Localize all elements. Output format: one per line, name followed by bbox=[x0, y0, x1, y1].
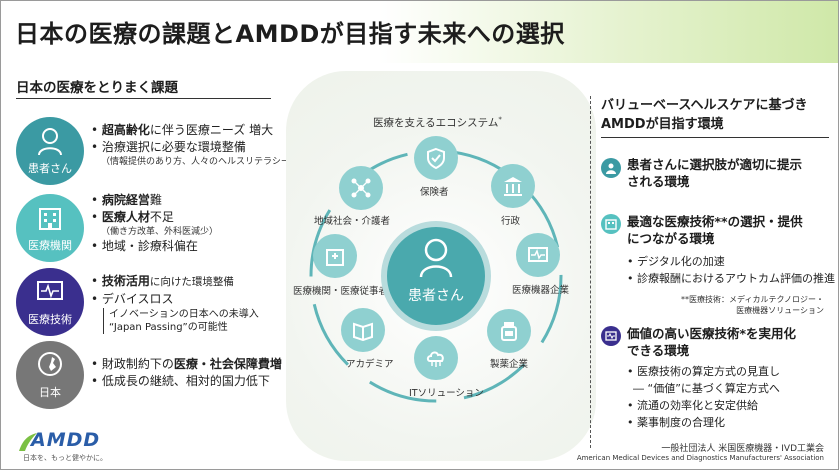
slide-title: 日本の医療の課題とAMDDが目指す未来への選択 bbox=[15, 20, 565, 48]
right-divider bbox=[590, 96, 591, 448]
network-icon bbox=[351, 178, 371, 198]
issue-line: • 財政制約下の医療・社会保障費増 bbox=[91, 357, 282, 371]
issue-line: • 治療選択に必要な環境整備 bbox=[91, 140, 246, 154]
logo-swoosh-icon bbox=[19, 433, 37, 451]
government-label: 行政 bbox=[501, 216, 521, 227]
hospital-icon bbox=[326, 249, 344, 266]
cloud-network-icon bbox=[426, 351, 444, 367]
list-item: • 診療報酬におけるアウトカム評価の推進 bbox=[627, 272, 835, 285]
technology-footnote: **医療技術：メディカルテクノロジー・ 医療機器ソリューション bbox=[681, 295, 824, 315]
medicine-bottle-icon bbox=[501, 322, 517, 341]
right-heading: バリューベースヘルスケアに基づき AMDDが目指す環境 bbox=[601, 98, 808, 132]
issue-line: • デバイスロス bbox=[91, 292, 174, 306]
patient-category-icon: 患者さん bbox=[16, 117, 84, 185]
technology-issues: • 技術活用に向けた環境整備 • デバイスロス イノベーションの日本への未導入 … bbox=[91, 273, 293, 334]
hospital-category-icon: 医療機関 bbox=[16, 194, 84, 262]
monitor-pulse-icon bbox=[37, 281, 63, 300]
list-item: ― “価値”に基づく算定方式へ bbox=[633, 382, 780, 395]
pharma-node bbox=[487, 309, 531, 353]
high-value-technology-icon bbox=[601, 326, 621, 346]
high-value-technology-list: • 医療技術の算定方式の見直し ― “価値”に基づく算定方式へ • 流通の効率化… bbox=[627, 363, 780, 431]
person-icon bbox=[38, 128, 62, 156]
high-value-technology-heading: 価値の高い医療技術*を実用化 できる環境 bbox=[627, 326, 797, 358]
patient-choice-heading: 患者さんに選択肢が適切に提示 される環境 bbox=[627, 157, 803, 189]
title-band: 日本の医療の課題とAMDDが目指す未来への選択 bbox=[1, 1, 838, 63]
patient-choice-icon bbox=[601, 158, 621, 178]
government-building-icon bbox=[504, 177, 522, 196]
issue-note: （情報提供のあり方、人々のヘルスリテラシー） bbox=[101, 157, 299, 167]
list-item: • 薬事制度の合理化 bbox=[627, 416, 725, 429]
issue-line: • 技術活用に向けた環境整備 bbox=[91, 274, 234, 288]
list-item: • 医療技術の算定方式の見直し bbox=[627, 365, 780, 378]
issue-note: （働き方改革、外科医減少） bbox=[101, 227, 219, 237]
shield-check-icon bbox=[427, 147, 445, 169]
person-icon bbox=[606, 163, 616, 174]
community-node bbox=[339, 166, 383, 210]
academia-node bbox=[341, 308, 385, 352]
japan-category-label: 日本 bbox=[39, 386, 61, 399]
pharma-label: 製薬企業 bbox=[490, 359, 529, 370]
patient-category-label: 患者さん bbox=[28, 162, 72, 175]
list-item: • 流通の効率化と安定供給 bbox=[627, 399, 758, 412]
it-solution-node bbox=[414, 336, 458, 380]
device-company-label: 医療機器企業 bbox=[512, 285, 570, 296]
patient-center-label: 患者さん bbox=[408, 288, 464, 304]
right-heading-rule bbox=[601, 137, 829, 138]
hospital-category-label: 医療機関 bbox=[28, 239, 72, 252]
globe-icon bbox=[38, 352, 62, 376]
patient-issues: • 超高齢化に伴う医療ニーズ 増大 • 治療選択に必要な環境整備 （情報提供のあ… bbox=[91, 122, 299, 168]
academia-label: アカデミア bbox=[346, 359, 394, 370]
technology-category-icon: 医療技術 bbox=[16, 268, 84, 336]
insurer-label: 保険者 bbox=[420, 187, 449, 198]
provider-node bbox=[313, 234, 357, 278]
optimal-technology-heading: 最適な医療技術**の選択・提供 につながる環境 bbox=[627, 214, 803, 246]
optimal-technology-list: • デジタル化の加速 • 診療報酬におけるアウトカム評価の推進 bbox=[627, 253, 835, 287]
issue-line: • 超高齢化に伴う医療ニーズ 増大 bbox=[91, 123, 274, 137]
monitor-pulse-icon bbox=[605, 331, 617, 341]
issue-line: • 医療人材不足 bbox=[91, 210, 174, 224]
list-item: • デジタル化の加速 bbox=[627, 255, 725, 268]
issue-line: • 地域・診療科偏在 bbox=[91, 239, 198, 253]
issue-line: • 病院経営難 bbox=[91, 193, 162, 207]
left-heading: 日本の医療をとりまく課題 bbox=[16, 80, 178, 96]
hospital-issues: • 病院経営難 • 医療人材不足 （働き方改革、外科医減少） • 地域・診療科偏… bbox=[91, 192, 218, 255]
book-icon bbox=[353, 322, 373, 341]
patient-center: 患者さん bbox=[381, 221, 491, 331]
it-solution-label: ITソリューション bbox=[409, 388, 484, 399]
japan-issues: • 財政制約下の医療・社会保障費増 • 低成長の継続、相対的国力低下 bbox=[91, 356, 282, 390]
ecg-monitor-icon bbox=[528, 247, 548, 262]
optimal-technology-icon bbox=[601, 214, 621, 234]
community-label: 地域社会・介護者 bbox=[314, 216, 391, 227]
government-node bbox=[491, 164, 535, 208]
logo-tagline: 日本を、もっと健やかに。 bbox=[23, 454, 107, 462]
provider-label: 医療機関・医療従事者 bbox=[293, 286, 389, 297]
amdd-logo: AMDD bbox=[19, 429, 99, 451]
patient-icon bbox=[419, 238, 453, 278]
japan-category-icon: 日本 bbox=[16, 341, 84, 409]
left-heading-rule bbox=[16, 98, 271, 99]
organization-name-en: American Medical Devices and Diagnostics… bbox=[576, 454, 824, 462]
hospital-icon bbox=[605, 219, 617, 230]
device-company-node bbox=[516, 233, 560, 277]
device-loss-note: イノベーションの日本への未導入 “Japan Passing”の可能性 bbox=[103, 308, 293, 334]
technology-category-label: 医療技術 bbox=[28, 313, 72, 326]
organization-name-jp: 一般社団法人 米国医療機器・IVD工業会 bbox=[661, 444, 824, 454]
hospital-building-icon bbox=[39, 208, 61, 230]
ecosystem-title: 医療を支えるエコシステム* bbox=[373, 115, 502, 130]
insurer-node bbox=[414, 136, 458, 180]
issue-line: • 低成長の継続、相対的国力低下 bbox=[91, 374, 270, 388]
